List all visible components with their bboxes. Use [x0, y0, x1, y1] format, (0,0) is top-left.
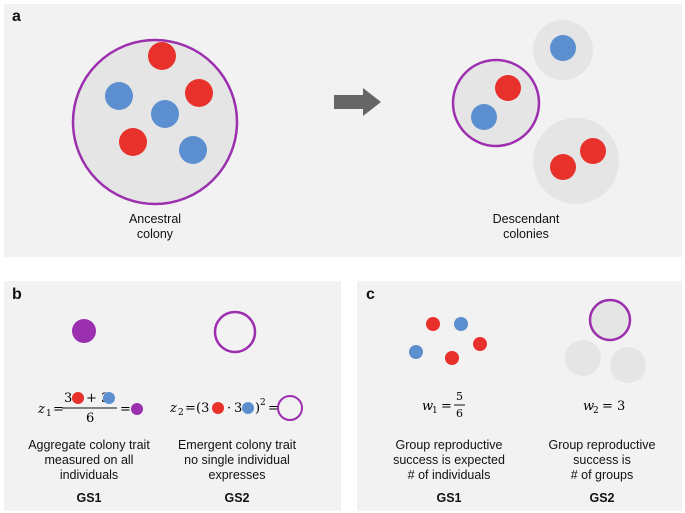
cell-red: [580, 138, 606, 164]
z1-num-plus: + 3: [86, 391, 109, 406]
gs2-tag-b: GS2: [224, 491, 250, 505]
cell-red: [550, 154, 576, 180]
descendant-caption-line1: Descendant: [492, 212, 560, 226]
w1-subscript: 1: [432, 406, 438, 416]
ancestral-caption: Ancestral colony: [95, 212, 215, 242]
caption-line: Group reproductive: [548, 438, 656, 452]
gs2-success-caption: Group reproductive success is # of group…: [532, 438, 672, 483]
z2-equals2: =: [268, 401, 279, 416]
gs1-tag-b: GS1: [76, 491, 102, 505]
z1-subscript: 1: [46, 409, 52, 419]
cell-red: [426, 317, 440, 331]
caption-line: # of groups: [570, 468, 634, 482]
gs2-trait-caption: Emergent colony trait no single individu…: [162, 438, 312, 483]
caption-line: # of individuals: [407, 468, 491, 482]
cell-blue: [550, 35, 576, 61]
descendant-caption: Descendant colonies: [466, 212, 586, 242]
z2-symbol: z: [169, 401, 177, 416]
cell-red: [148, 42, 176, 70]
caption-line: success is expected: [393, 453, 505, 467]
caption-line: individuals: [59, 468, 119, 482]
caption-line: Aggregate colony trait: [28, 438, 150, 452]
w2-equals: = 3: [602, 399, 625, 414]
descendant-colony: [533, 118, 619, 204]
z2-equals: =: [185, 401, 196, 416]
z2-subscript: 2: [178, 408, 184, 418]
group: [610, 347, 646, 383]
cell-blue: [242, 402, 254, 414]
w2-symbol: w: [583, 399, 594, 414]
gs1-success-caption: Group reproductive success is expected #…: [374, 438, 524, 483]
cell-red: [445, 351, 459, 365]
z2-power: 2: [260, 398, 266, 408]
emergent-trait-ring: [213, 310, 257, 354]
cell-blue: [179, 136, 207, 164]
caption-line: expresses: [208, 468, 266, 482]
cell-red: [119, 128, 147, 156]
cell-red: [495, 75, 521, 101]
caption-line: Group reproductive: [395, 438, 503, 452]
caption-line: measured on all: [44, 453, 134, 467]
z1-equals: =: [53, 402, 64, 417]
w1-num: 5: [456, 390, 463, 403]
z1-symbol: z: [37, 402, 45, 417]
w1-symbol: w: [422, 399, 433, 414]
cell-blue: [471, 104, 497, 130]
descendant-colony-selected: [451, 58, 541, 148]
cell-red: [72, 392, 84, 404]
aggregate-trait-dot-small: [131, 403, 143, 415]
z2-open: (3: [196, 401, 209, 416]
gs1-tag-c: GS1: [436, 491, 462, 505]
z1-den: 6: [86, 411, 94, 426]
z2-dot: ·: [227, 401, 231, 416]
ancestral-caption-line2: colony: [136, 227, 174, 241]
cell-blue: [454, 317, 468, 331]
caption-line: Emergent colony trait: [177, 438, 297, 452]
cell-red: [185, 79, 213, 107]
cell-blue: [151, 100, 179, 128]
cell-blue: [103, 392, 115, 404]
descendant-caption-line2: colonies: [503, 227, 549, 241]
arrow-right-icon: [334, 88, 381, 116]
gs1-trait-caption: Aggregate colony trait measured on all i…: [14, 438, 164, 483]
z2-close: ): [255, 401, 260, 416]
cell-blue: [105, 82, 133, 110]
cell-red: [212, 402, 224, 414]
w1-den: 6: [456, 407, 463, 420]
z2-coef2: 3: [234, 401, 242, 416]
group-selected: [588, 298, 632, 342]
panel-c-label: c: [366, 286, 375, 303]
w1-equals: =: [441, 399, 452, 414]
ancestral-caption-line1: Ancestral: [128, 212, 182, 226]
caption-line: success is: [573, 453, 631, 467]
aggregate-trait-dot: [72, 319, 96, 343]
group: [565, 340, 601, 376]
caption-line: no single individual: [184, 453, 290, 467]
z1-equals2: =: [120, 402, 131, 417]
panel-b: [4, 281, 341, 511]
cell-blue: [409, 345, 423, 359]
panel-a-label: a: [12, 8, 21, 25]
panel-b-label: b: [12, 286, 22, 303]
z1-num-coef1: 3: [64, 391, 72, 406]
gs2-tag-c: GS2: [589, 491, 615, 505]
w2-subscript: 2: [593, 406, 599, 416]
cell-red: [473, 337, 487, 351]
emergent-trait-ring-small: [277, 395, 303, 421]
